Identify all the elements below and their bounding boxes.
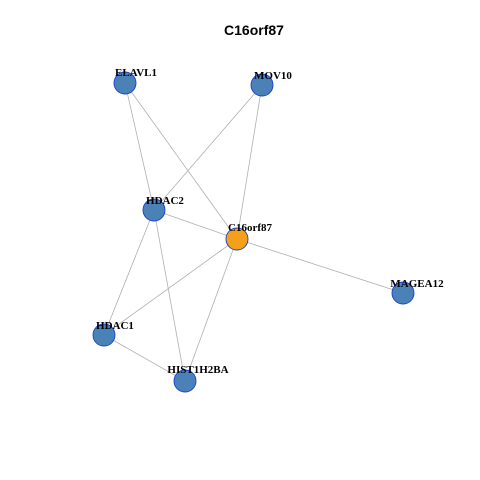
node-circle [92,323,116,347]
node-circle [113,71,137,95]
edge-hdac2-c16orf87 [153,209,238,240]
edge-hdac2-hist1h2ba [153,209,186,382]
node-label: HDAC1 [96,320,134,332]
node-label: HDAC2 [146,195,184,207]
edge-layer [103,82,404,382]
node-magea12: MAGEA12 [390,278,444,305]
edge-mov10-c16orf87 [236,84,263,240]
node-label: ELAVL1 [115,67,157,79]
node-hdac2: HDAC2 [142,195,184,222]
node-label: MOV10 [254,70,292,82]
node-label: HIST1H2BA [167,364,228,376]
edge-c16orf87-hdac1 [103,238,238,336]
node-circle [225,227,249,251]
edge-hdac1-hist1h2ba [103,334,186,382]
node-elavl1: ELAVL1 [113,67,157,95]
node-layer: ELAVL1 MOV10HDAC2C16orf87MAGEA12HDAC1HIST… [92,67,444,393]
node-mov10: MOV10 [250,70,292,97]
edge-elavl1-hdac2 [124,82,155,211]
edge-mov10-hdac2 [153,84,263,211]
graph-title: C16orf87 [224,22,284,38]
node-circle [142,198,166,222]
edge-hdac2-hdac1 [103,209,155,336]
node-circle [173,369,197,393]
edge-elavl1-c16orf87 [124,82,238,240]
edge-c16orf87-magea12 [236,238,404,294]
node-label: C16orf87 [228,222,272,234]
node-hdac1: HDAC1 [92,320,134,347]
node-circle [391,281,415,305]
node-circle [250,73,274,97]
node-hist1h2ba: HIST1H2BA [167,364,229,393]
edge-c16orf87-hist1h2ba [184,238,238,382]
node-label: MAGEA12 [390,278,444,290]
node-c16orf87: C16orf87 [225,222,272,251]
